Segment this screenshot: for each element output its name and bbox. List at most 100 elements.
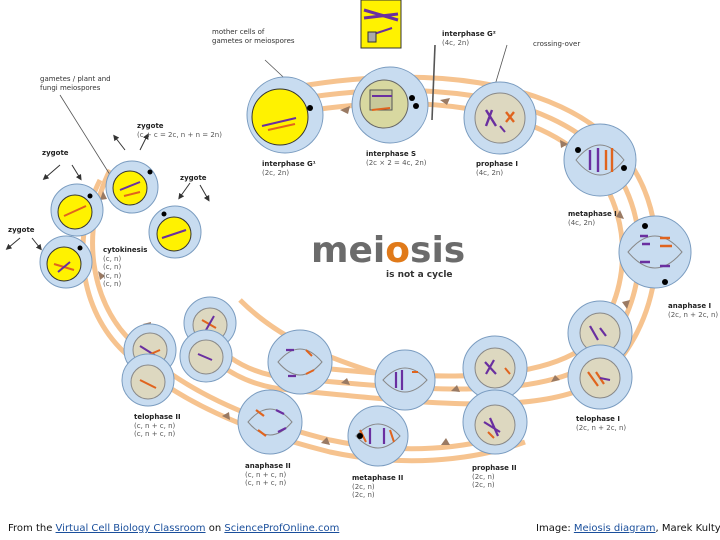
label-anaphase-2-name: anaphase II <box>245 462 291 470</box>
label-interphase-s-name: interphase S <box>366 150 417 158</box>
label-cytokinesis-line3: (c, n) <box>103 271 122 280</box>
label-anaphase-1: anaphase I (2c, n + 2c, n) <box>668 302 718 319</box>
label-prophase-1: prophase I (4c, 2n) <box>476 160 518 177</box>
label-interphase-s: interphase S (2c × 2 = 4c, 2n) <box>366 150 427 167</box>
label-cytokinesis-line4: (c, n) <box>103 280 122 288</box>
cell-metaphase-2 <box>347 349 436 467</box>
label-cytokinesis-name: cytokinesis <box>103 246 148 254</box>
label-zygote-mid-text: zygote <box>180 174 207 182</box>
diagram-title: meiosis <box>311 230 465 271</box>
label-prophase-2-line2: (2c, n) <box>472 481 495 489</box>
label-mother-cells: mother cells of gametes or meiospores <box>212 28 295 45</box>
label-zygote-top: zygote (c + c = 2c, n + n = 2n) <box>137 122 222 139</box>
cell-zygote-top <box>105 160 159 214</box>
footer-left-prefix: From the <box>8 523 56 534</box>
footer-left-mid: on <box>205 523 225 534</box>
cell-zygote-far <box>39 235 93 289</box>
cell-prophase-1 <box>463 81 537 155</box>
arrow-icon <box>451 385 460 392</box>
title-part-2: sis <box>410 230 466 271</box>
pointer-lines <box>59 44 508 179</box>
label-cytokinesis: cytokinesis (c, n) (c, n) (c, n) (c, n) <box>103 246 147 289</box>
label-telophase-2-name: telophase II <box>134 413 181 421</box>
footer-credit-right: Image: Meiosis diagram, Marek Kultys <box>536 523 720 534</box>
arrow-icon <box>321 437 330 445</box>
cells <box>39 0 692 467</box>
label-telophase-2-line2: (c, n + c, n) <box>134 430 176 438</box>
cell-telophase-2 <box>121 296 237 407</box>
label-anaphase-2-line2: (c, n + c, n) <box>245 479 287 487</box>
arrow-icon <box>616 210 624 219</box>
inset-crossing-over <box>360 0 402 49</box>
label-cytokinesis-line2: (c, n) <box>103 263 122 271</box>
label-prophase-2-line1: (2c, n) <box>472 472 495 481</box>
label-telophase-1-formula: (2c, n + 2c, n) <box>576 423 627 432</box>
label-zygote-mid: zygote <box>180 174 207 183</box>
cell-metaphase-1 <box>563 123 637 197</box>
arrow-icon <box>441 438 450 445</box>
label-interphase-s-formula: (2c × 2 = 4c, 2n) <box>366 158 427 167</box>
label-telophase-1-name: telophase I <box>576 415 620 423</box>
cell-telophase-1 <box>567 300 633 410</box>
diagram-tagline: is not a cycle <box>386 270 453 280</box>
cell-anaphase-2 <box>237 329 333 455</box>
label-telophase-1: telophase I (2c, n + 2c, n) <box>576 415 626 432</box>
label-interphase-g2-formula: (4c, 2n) <box>442 38 470 47</box>
zygote-arrows <box>5 133 210 251</box>
label-prophase-2-name: prophase II <box>472 464 517 472</box>
label-metaphase-1-formula: (4c, 2n) <box>568 218 596 227</box>
label-interphase-g1-formula: (2c, 2n) <box>262 168 290 177</box>
arrow-icon <box>100 191 107 200</box>
label-metaphase-2: metaphase II (2c, n) (2c, n) <box>352 474 403 500</box>
label-gametes-line1: gametes / plant and <box>40 75 111 83</box>
label-interphase-g2-name: interphase G² <box>442 30 496 38</box>
title-part-o: o <box>385 230 411 271</box>
cell-anaphase-1 <box>618 215 692 289</box>
label-anaphase-2-line1: (c, n + c, n) <box>245 470 287 479</box>
cell-interphase-s <box>351 66 429 144</box>
label-zygote-far: zygote <box>8 226 35 235</box>
label-metaphase-2-line2: (2c, n) <box>352 491 375 499</box>
label-zygote-top-name: zygote <box>137 122 164 130</box>
link-scienceprofonline[interactable]: ScienceProfOnline.com <box>224 523 340 534</box>
cell-interphase-g1 <box>246 76 324 154</box>
arrow-icon <box>98 271 105 280</box>
label-zygote-left: zygote <box>42 149 69 158</box>
arrow-icon <box>222 412 230 420</box>
label-telophase-2-line1: (c, n + c, n) <box>134 421 176 430</box>
arrow-icon <box>340 106 350 114</box>
label-mother-cells-line2: gametes or meiospores <box>212 36 295 45</box>
label-metaphase-1: metaphase I (4c, 2n) <box>568 210 617 227</box>
label-interphase-g2: interphase G² (4c, 2n) <box>442 30 496 47</box>
cell-zygote-left <box>50 183 104 237</box>
cell-prophase-2 <box>462 335 528 455</box>
cell-zygote-mid <box>148 205 202 259</box>
label-zygote-top-formula: (c + c = 2c, n + n = 2n) <box>137 130 222 139</box>
arrow-icon <box>341 378 350 385</box>
arrow-icon <box>560 140 568 148</box>
label-prophase-1-name: prophase I <box>476 160 518 168</box>
label-interphase-g1-name: interphase G¹ <box>262 160 316 168</box>
label-prophase-1-formula: (4c, 2n) <box>476 168 504 177</box>
label-anaphase-1-name: anaphase I <box>668 302 712 310</box>
label-gametes: gametes / plant and fungi meiospores <box>40 75 111 92</box>
label-prophase-2: prophase II (2c, n) (2c, n) <box>472 464 517 490</box>
label-mother-cells-line1: mother cells of <box>212 28 265 36</box>
label-zygote-far-text: zygote <box>8 226 35 234</box>
label-crossing-over: crossing-over <box>533 40 581 48</box>
label-anaphase-1-formula: (2c, n + 2c, n) <box>668 310 719 319</box>
label-metaphase-2-line1: (2c, n) <box>352 482 375 491</box>
footer-credit-left: From the Virtual Cell Biology Classroom … <box>8 523 339 534</box>
label-metaphase-1-name: metaphase I <box>568 210 617 218</box>
label-interphase-g1: interphase G¹ (2c, 2n) <box>262 160 316 177</box>
link-meiosis-diagram[interactable]: Meiosis diagram <box>573 523 656 534</box>
arrow-icon <box>551 375 560 382</box>
label-telophase-2: telophase II (c, n + c, n) (c, n + c, n) <box>134 413 181 439</box>
arrow-icon <box>622 300 630 309</box>
label-metaphase-2-name: metaphase II <box>352 474 404 482</box>
link-virtual-cell-biology-classroom[interactable]: Virtual Cell Biology Classroom <box>55 523 206 534</box>
arrow-icon <box>440 98 450 105</box>
label-gametes-line2: fungi meiospores <box>40 83 101 92</box>
label-zygote-left-text: zygote <box>42 149 69 157</box>
